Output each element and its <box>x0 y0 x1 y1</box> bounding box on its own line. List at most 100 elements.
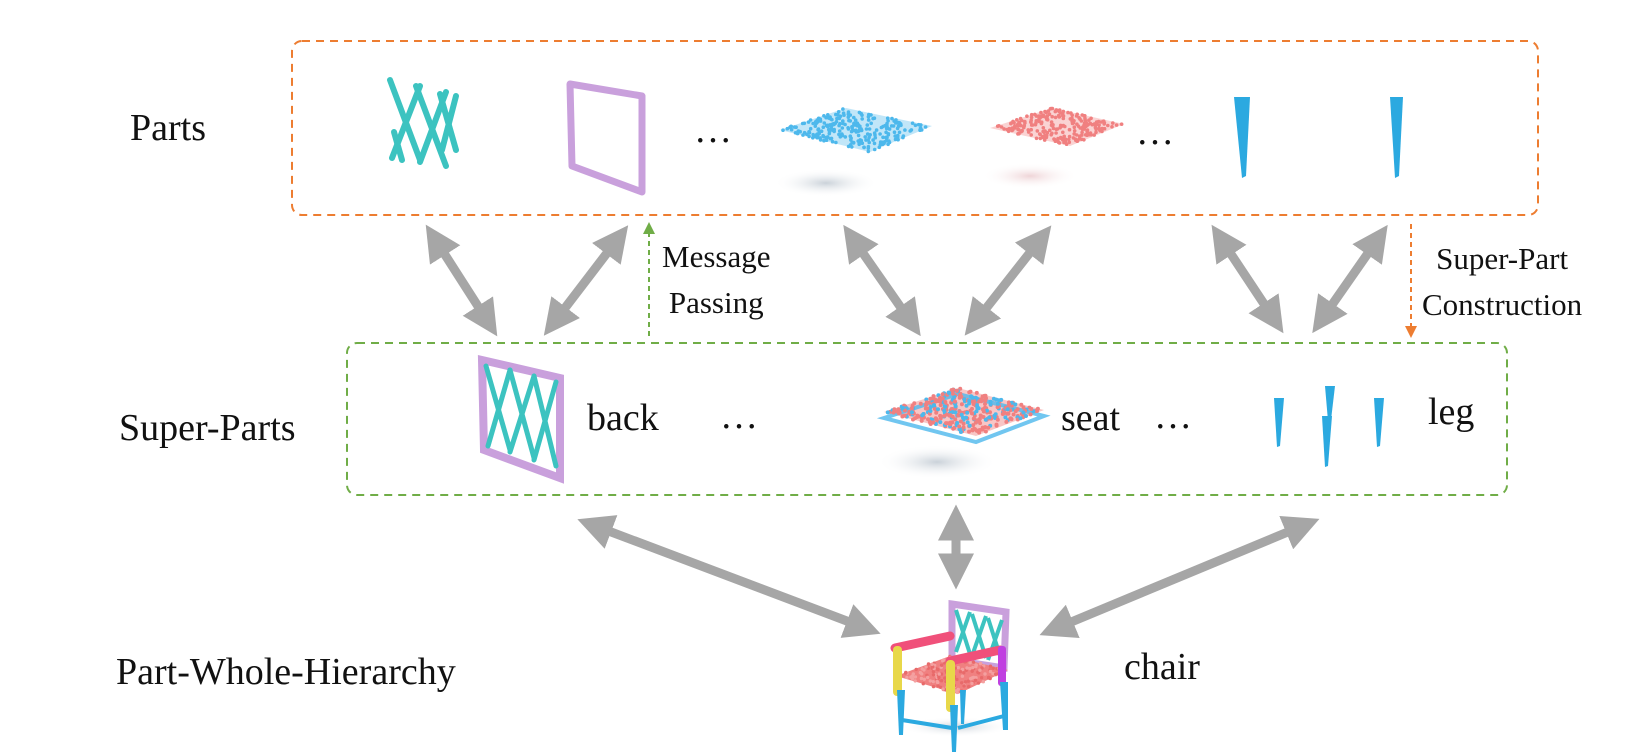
point-cloud-dot <box>1078 126 1082 130</box>
point-cloud-dot <box>1025 114 1029 118</box>
point-cloud-dot <box>833 121 838 126</box>
point-cloud-dot <box>1012 121 1016 125</box>
point-cloud-dot <box>985 408 989 413</box>
point-cloud-dot <box>1077 134 1082 138</box>
point-cloud-dot <box>891 410 896 415</box>
point-cloud-dot <box>981 409 986 414</box>
point-cloud-dot <box>980 666 984 670</box>
point-cloud-dot <box>867 140 871 145</box>
point-cloud-dot <box>1019 402 1024 407</box>
point-cloud-dot <box>866 118 871 122</box>
point-cloud-dot <box>1050 131 1054 136</box>
point-cloud-dot <box>978 413 983 418</box>
point-cloud-dot <box>856 133 861 138</box>
point-cloud-dot <box>965 420 970 425</box>
point-cloud-dot <box>943 400 948 404</box>
point-cloud-dot <box>1074 133 1079 137</box>
point-cloud-dot <box>822 121 827 125</box>
point-cloud-dot <box>974 663 978 667</box>
point-cloud-dot <box>1029 112 1034 117</box>
point-cloud-dot <box>937 675 941 680</box>
point-cloud-dot <box>981 680 985 684</box>
parts-ellipsis-2: … <box>1136 111 1175 153</box>
point-cloud-dot <box>886 119 890 123</box>
row-label-parts: Parts <box>130 107 206 149</box>
point-cloud-dot <box>1059 124 1064 128</box>
point-cloud-dot <box>925 406 930 411</box>
point-cloud-dot <box>911 417 915 422</box>
point-cloud-dot <box>1094 130 1098 135</box>
point-cloud-dot <box>1093 125 1098 130</box>
point-cloud-dot <box>837 123 841 128</box>
point-cloud-dot <box>822 114 826 118</box>
point-cloud-dot <box>939 663 944 667</box>
point-cloud-dot <box>1026 130 1031 134</box>
point-cloud-dot <box>1057 141 1062 145</box>
point-cloud-dot <box>1029 407 1034 411</box>
point-cloud-dot <box>914 667 918 672</box>
point-cloud-dot <box>953 410 958 415</box>
point-cloud-dot <box>983 402 987 406</box>
point-cloud-dot <box>1018 116 1023 121</box>
point-cloud-dot <box>950 414 955 419</box>
point-cloud-dot <box>1072 125 1077 129</box>
point-cloud-dot <box>975 403 979 408</box>
point-cloud-dot <box>1054 127 1059 131</box>
point-cloud-dot <box>816 127 820 132</box>
point-cloud-dot <box>1011 412 1016 417</box>
point-cloud-dot <box>945 412 949 417</box>
point-cloud-dot <box>903 128 907 132</box>
point-cloud-dot <box>933 399 938 404</box>
point-cloud-dot <box>895 135 900 139</box>
point-cloud-dot <box>795 131 800 136</box>
point-cloud-dot <box>886 132 891 136</box>
point-cloud-dot <box>983 429 988 434</box>
point-cloud-dot <box>854 122 859 126</box>
point-cloud-dot <box>995 417 1000 422</box>
point-cloud-dot <box>991 666 995 670</box>
superpart-whole-arrows <box>577 504 1320 638</box>
point-cloud-dot <box>1056 136 1060 141</box>
point-cloud-dot <box>913 679 917 683</box>
point-cloud-dot <box>853 118 858 122</box>
point-cloud-dot <box>969 411 974 416</box>
point-cloud-dot <box>995 401 1000 406</box>
point-cloud-dot <box>1010 127 1015 131</box>
point-cloud-dot <box>1038 136 1043 141</box>
point-cloud-dot <box>821 125 826 129</box>
point-cloud-dot <box>986 425 991 430</box>
point-cloud-dot <box>954 689 958 693</box>
point-cloud-dot <box>1018 416 1023 421</box>
row-label-super-parts: Super-Parts <box>119 407 296 449</box>
super-part-leg <box>1274 386 1384 467</box>
point-cloud-dot <box>848 119 853 123</box>
point-cloud-dot <box>1006 411 1011 416</box>
point-cloud-dot <box>805 132 809 137</box>
point-cloud-dot <box>987 415 992 420</box>
point-cloud-dot <box>1054 131 1058 135</box>
point-cloud-dot <box>938 403 943 408</box>
point-cloud-dot <box>968 389 973 394</box>
point-cloud-dot <box>904 670 908 675</box>
point-cloud-dot <box>994 672 998 676</box>
point-cloud-dot <box>1021 410 1026 415</box>
point-cloud-dot <box>1084 121 1089 126</box>
point-cloud-dot <box>926 675 930 680</box>
point-cloud-dot <box>978 668 982 672</box>
super-parts-ellipsis-2: … <box>1154 395 1193 437</box>
point-cloud-dot <box>957 393 962 398</box>
point-cloud-dot <box>967 423 972 428</box>
point-cloud-dot <box>967 429 971 434</box>
point-cloud-dot <box>976 406 981 411</box>
double-arrow <box>577 515 881 638</box>
part-superpart-arrows <box>425 224 1388 337</box>
point-cloud-dot <box>1042 130 1046 135</box>
point-cloud-dot <box>840 126 845 130</box>
point-cloud-dot <box>897 121 902 125</box>
point-cloud-dot <box>859 111 863 116</box>
point-cloud-dot <box>873 135 878 140</box>
point-cloud-dot <box>975 418 980 423</box>
point-cloud-dot <box>942 408 947 413</box>
point-cloud-dot <box>931 684 936 689</box>
point-cloud-dot <box>1049 123 1054 127</box>
